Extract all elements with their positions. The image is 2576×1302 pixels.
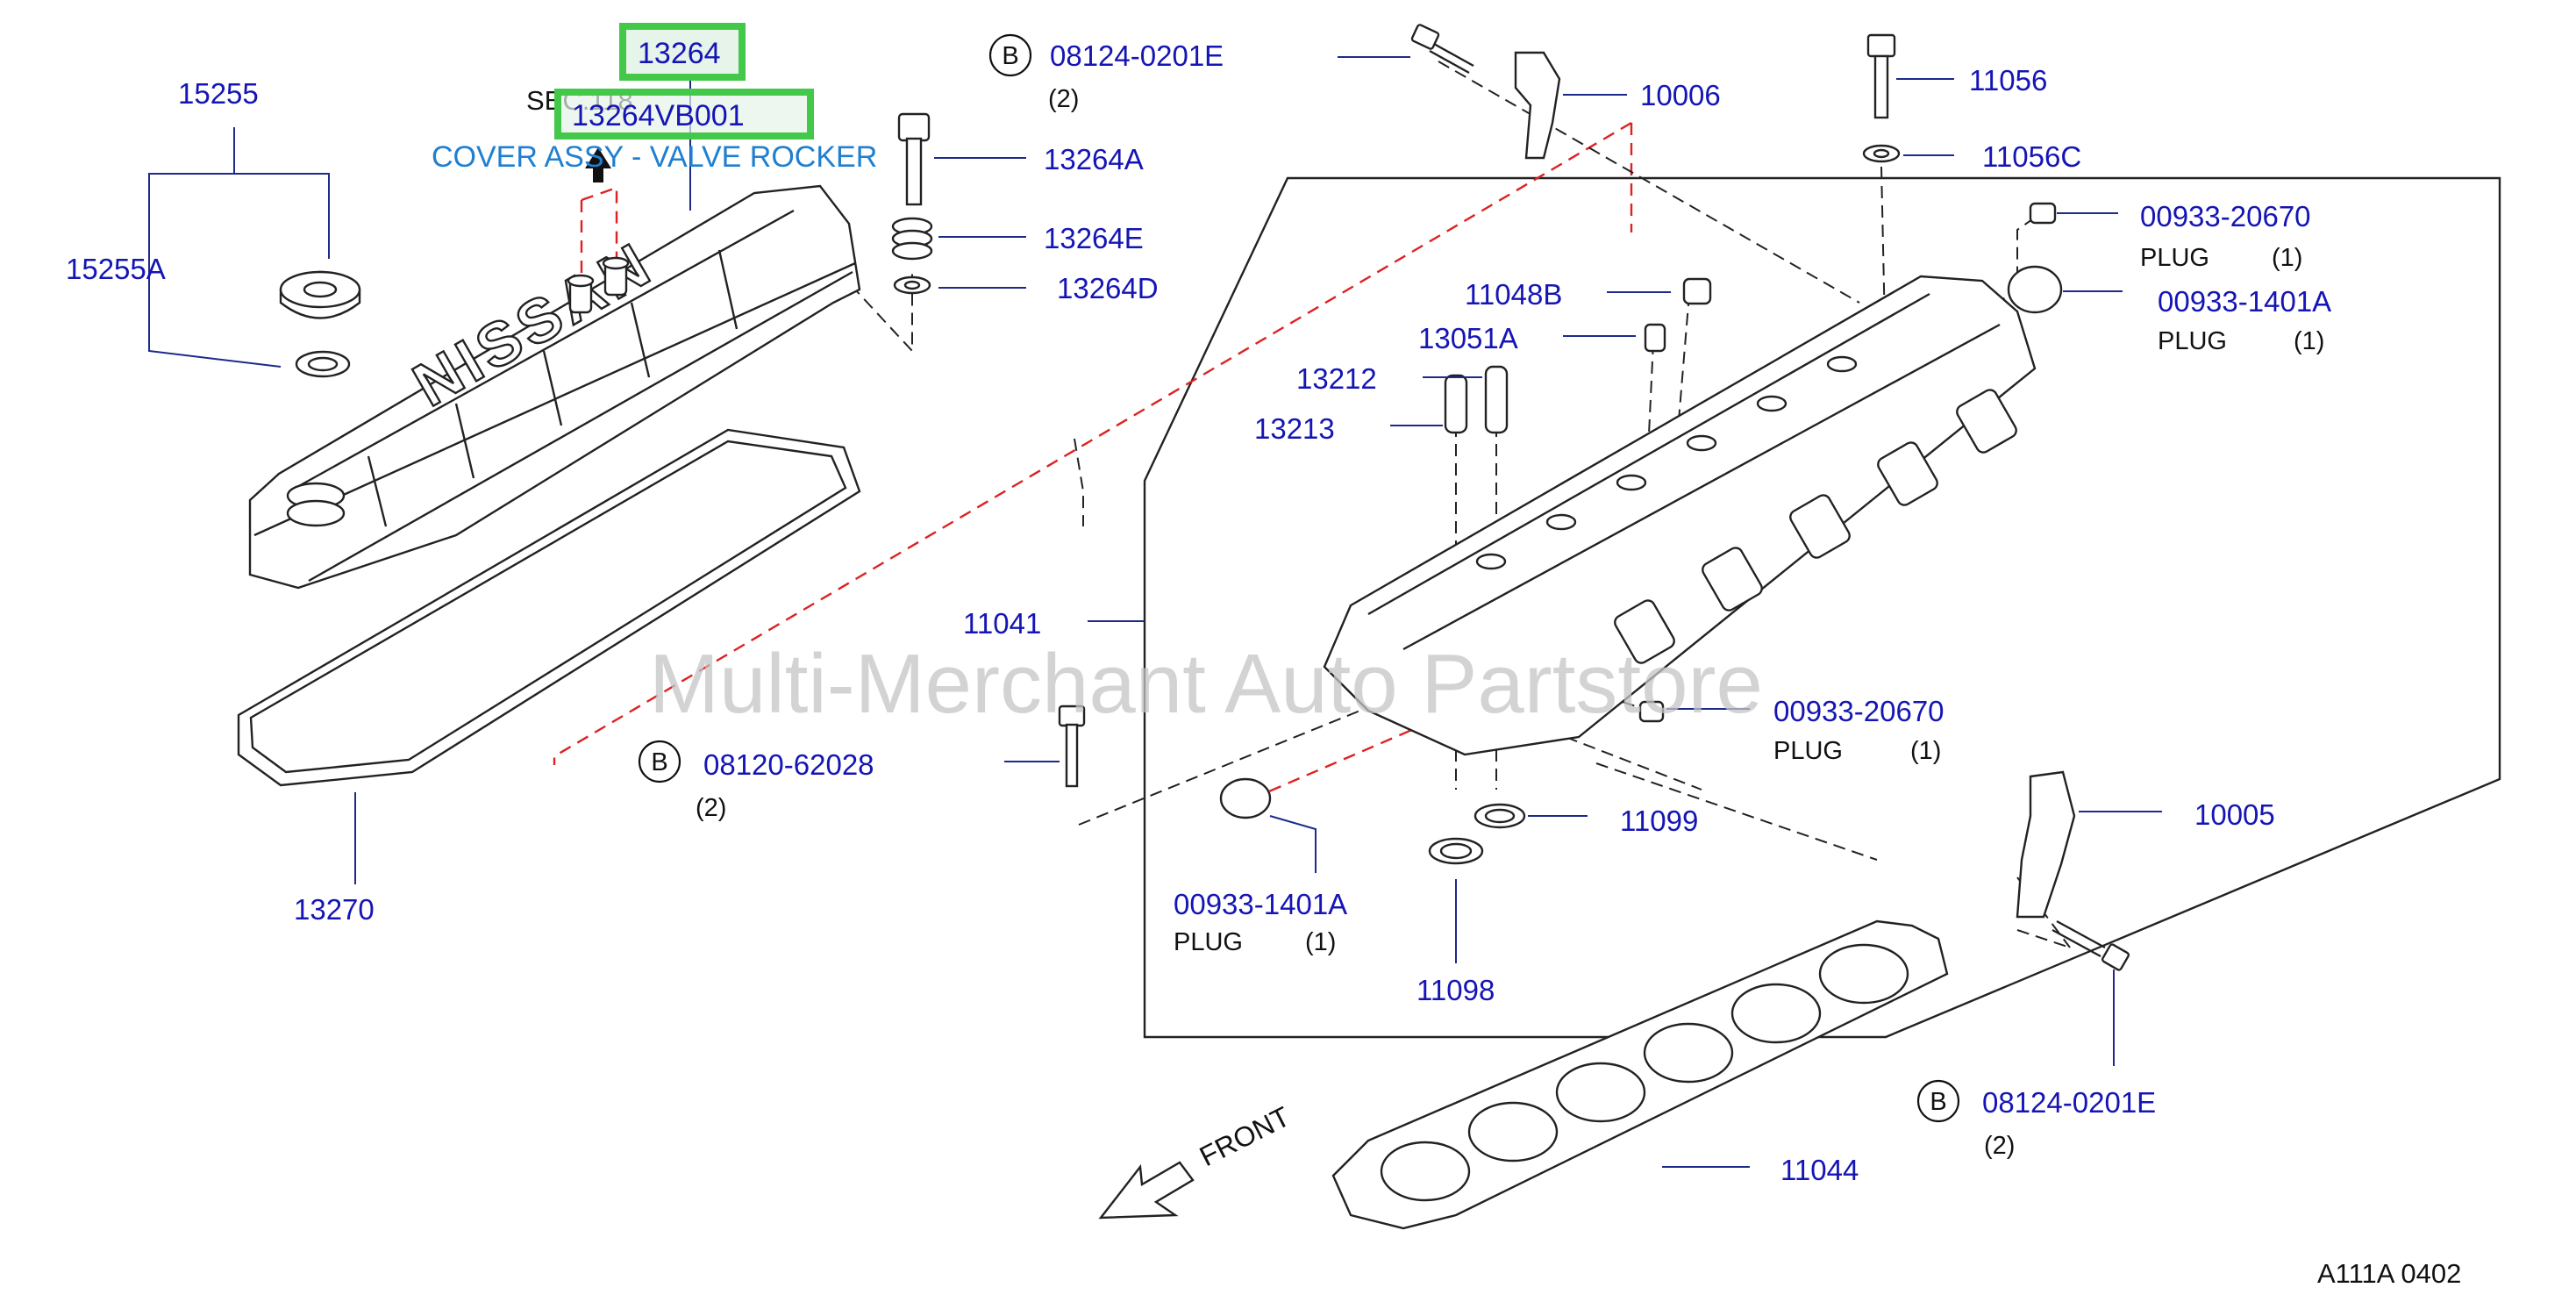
part-label-10006[interactable]: 10006 bbox=[1640, 79, 1721, 111]
callout-b-2: B bbox=[638, 740, 681, 783]
part-label-13264e[interactable]: 13264E bbox=[1044, 222, 1144, 254]
oil-filler-cap-drawing bbox=[279, 270, 361, 378]
highlight-part-number[interactable]: 13264 bbox=[638, 37, 721, 70]
part-label-00933-1401a-top[interactable]: 00933-1401A bbox=[2158, 285, 2331, 318]
qty-bolt-bot: (2) bbox=[1984, 1132, 2015, 1160]
part-label-00933-20670-mid[interactable]: 00933-20670 bbox=[1773, 695, 1944, 727]
highlighted-part-callout[interactable]: 13264 SEC.118 13264VB001 COVER ASSY - VA… bbox=[432, 23, 877, 182]
plug-label-mid: PLUG bbox=[1773, 737, 1843, 765]
highlight-arrow-stem bbox=[593, 167, 603, 182]
qty-bolt-mid: (2) bbox=[696, 794, 726, 822]
assembly-lines bbox=[772, 61, 2071, 948]
svg-text:B: B bbox=[1930, 1088, 1946, 1116]
part-label-11056c[interactable]: 11056C bbox=[1982, 140, 2081, 173]
plug-label-bot: PLUG bbox=[1174, 928, 1243, 956]
part-label-13213[interactable]: 13213 bbox=[1254, 412, 1335, 445]
qty-plug-top-1: (1) bbox=[2272, 244, 2302, 272]
svg-text:B: B bbox=[1002, 42, 1018, 70]
qty-plug-mid: (1) bbox=[1910, 737, 1941, 765]
part-label-13264d[interactable]: 13264D bbox=[1057, 272, 1159, 304]
callout-b-1: B bbox=[988, 33, 1032, 77]
watermark: Multi-Merchant Auto Partstore bbox=[649, 637, 1763, 731]
valve-rocker-cover-drawing: NISSAN bbox=[248, 184, 861, 590]
part-label-11041[interactable]: 11041 bbox=[963, 607, 1041, 640]
part-label-bolt-08124-0201e-top[interactable]: 08124-0201E bbox=[1050, 39, 1224, 72]
cylinder-head-drawing bbox=[1323, 275, 2037, 756]
highlight-arrow-icon bbox=[585, 147, 611, 168]
part-label-00933-20670-top[interactable]: 00933-20670 bbox=[2140, 200, 2311, 232]
highlight-description[interactable]: COVER ASSY - VALVE ROCKER bbox=[432, 140, 877, 174]
qty-plug-bot: (1) bbox=[1305, 928, 1336, 956]
qty-plug-top-2: (1) bbox=[2294, 327, 2324, 355]
plugs-and-seals-drawing bbox=[1058, 202, 2063, 865]
plug-label-top-1: PLUG bbox=[2140, 244, 2209, 272]
head-gasket-drawing bbox=[1331, 919, 1949, 1230]
cover-small-parts-drawing bbox=[891, 112, 933, 295]
front-direction-arrow: FRONT bbox=[1098, 1100, 1295, 1220]
part-label-11099[interactable]: 11099 bbox=[1620, 805, 1698, 837]
upper-hardware-drawing bbox=[1410, 24, 1901, 163]
part-label-11098[interactable]: 11098 bbox=[1416, 974, 1495, 1006]
qty-bolt-top: (2) bbox=[1048, 85, 1079, 113]
plug-label-top-2: PLUG bbox=[2158, 327, 2227, 355]
part-label-bolt-08120-62028[interactable]: 08120-62028 bbox=[703, 748, 874, 781]
highlight-catalog-number[interactable]: 13264VB001 bbox=[572, 99, 745, 132]
part-label-15255[interactable]: 15255 bbox=[178, 77, 259, 110]
part-label-bolt-08124-0201e-bot[interactable]: 08124-0201E bbox=[1982, 1086, 2156, 1119]
part-label-15255a[interactable]: 15255A bbox=[66, 253, 166, 285]
part-label-10005[interactable]: 10005 bbox=[2194, 798, 2275, 831]
lower-hardware-drawing bbox=[2016, 770, 2130, 971]
part-label-11056[interactable]: 11056 bbox=[1969, 64, 2047, 97]
part-label-13270[interactable]: 13270 bbox=[294, 893, 375, 926]
part-label-13051a[interactable]: 13051A bbox=[1418, 322, 1518, 354]
svg-text:B: B bbox=[651, 748, 667, 776]
cylinder-head-assembly-frame bbox=[1143, 176, 2501, 1039]
highlight-box-part-number[interactable] bbox=[619, 23, 746, 81]
part-label-13212[interactable]: 13212 bbox=[1296, 362, 1377, 395]
part-label-11044[interactable]: 11044 bbox=[1780, 1154, 1859, 1186]
part-label-13264a[interactable]: 13264A bbox=[1044, 143, 1144, 175]
rocker-cover-gasket-drawing bbox=[237, 428, 861, 787]
highlight-box-catalog-number[interactable] bbox=[554, 89, 814, 140]
callout-b-3: B bbox=[1916, 1079, 1960, 1123]
front-label: FRONT bbox=[1195, 1100, 1295, 1172]
part-label-00933-1401a-bot[interactable]: 00933-1401A bbox=[1174, 888, 1347, 920]
diagram-code: A111A 0402 bbox=[2317, 1258, 2461, 1289]
part-label-11048b[interactable]: 11048B bbox=[1465, 278, 1562, 311]
